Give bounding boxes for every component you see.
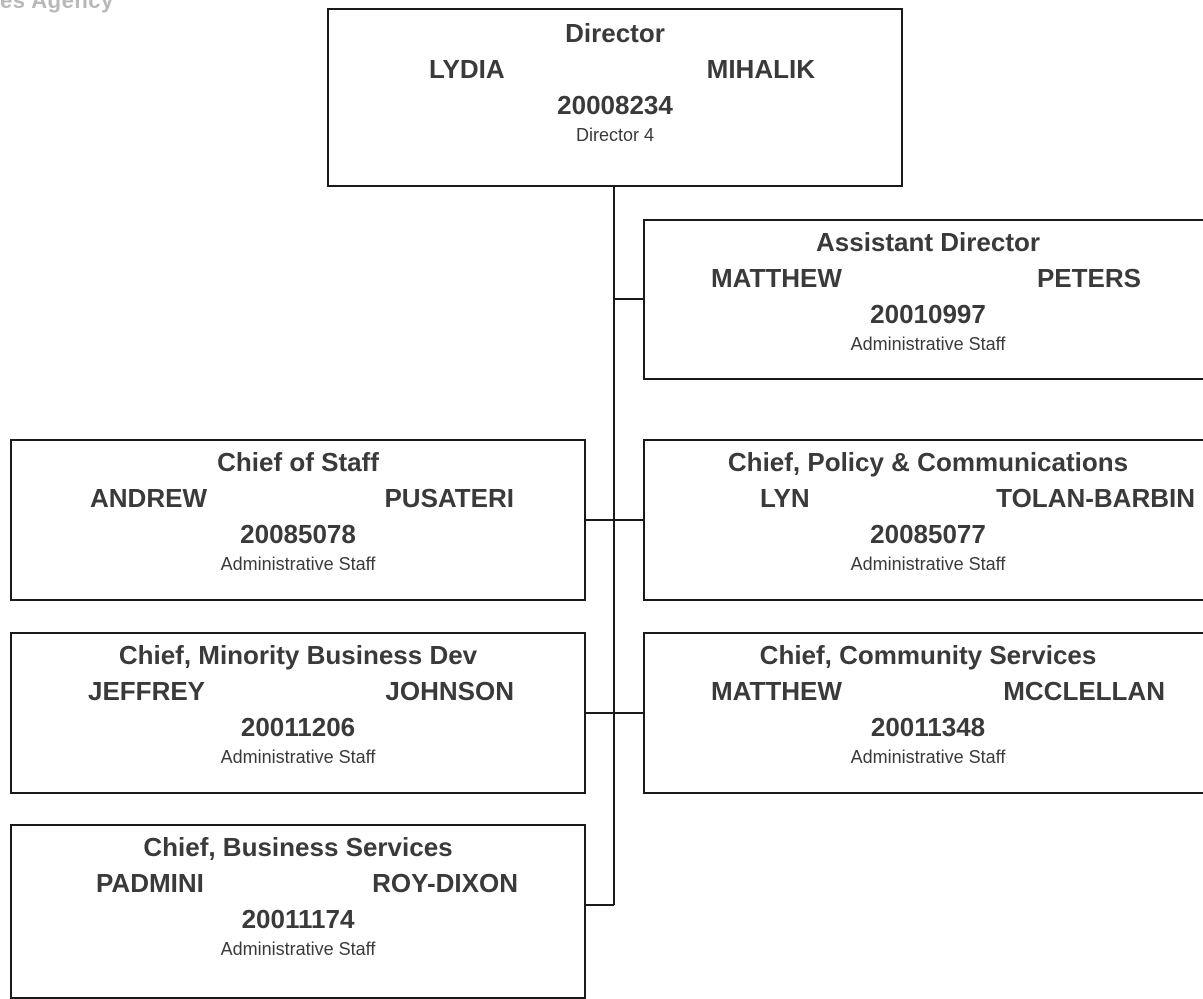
position-title: Chief, Policy & Communications <box>727 447 1129 477</box>
org-node-chief-minority-business: Chief, Minority Business Dev JEFFREY JOH… <box>10 632 586 794</box>
first-name: MATTHEW <box>711 263 842 293</box>
employee-id: 20085077 <box>870 519 986 549</box>
last-name: ROY-DIXON <box>372 868 518 898</box>
org-node-chief-policy: Chief, Policy & Communications LYN TOLAN… <box>643 439 1203 601</box>
person-name: PADMINI ROY-DIXON <box>12 868 584 898</box>
role-classification: Administrative Staff <box>850 334 1006 354</box>
role-classification: Administrative Staff <box>850 554 1006 574</box>
last-name: MIHALIK <box>706 54 815 84</box>
last-name: PUSATERI <box>384 483 514 513</box>
first-name: MATTHEW <box>711 676 842 706</box>
position-title: Chief of Staff <box>217 447 379 477</box>
person-name: MATTHEW MCCLELLAN <box>645 676 1203 706</box>
agency-name-fragment: es Agency <box>0 0 114 13</box>
person-name: LYDIA MIHALIK <box>329 54 901 84</box>
role-classification: Administrative Staff <box>220 747 376 767</box>
employee-id: 20085078 <box>240 519 356 549</box>
first-name: LYDIA <box>429 54 505 84</box>
org-node-chief-of-staff: Chief of Staff ANDREW PUSATERI 20085078 … <box>10 439 586 601</box>
role-classification: Director 4 <box>575 125 655 145</box>
org-node-chief-community-services: Chief, Community Services MATTHEW MCCLEL… <box>643 632 1203 794</box>
role-classification: Administrative Staff <box>850 747 1006 767</box>
first-name: JEFFREY <box>88 676 206 706</box>
org-node-director: Director LYDIA MIHALIK 20008234 Director… <box>327 8 903 187</box>
employee-id: 20011348 <box>870 712 986 742</box>
org-node-chief-business-services: Chief, Business Services PADMINI ROY-DIX… <box>10 824 586 999</box>
position-title: Director <box>565 18 665 48</box>
position-title: Chief, Minority Business Dev <box>118 640 478 670</box>
last-name: MCCLELLAN <box>1003 676 1165 706</box>
role-classification: Administrative Staff <box>220 554 376 574</box>
last-name: TOLAN-BARBIN <box>996 483 1195 513</box>
first-name: ANDREW <box>90 483 207 513</box>
employee-id: 20011206 <box>240 712 356 742</box>
person-name: ANDREW PUSATERI <box>12 483 584 513</box>
first-name: PADMINI <box>96 868 204 898</box>
person-name: LYN TOLAN-BARBIN <box>645 483 1203 513</box>
last-name: JOHNSON <box>385 676 514 706</box>
person-name: MATTHEW PETERS <box>645 263 1203 293</box>
org-node-assistant-director: Assistant Director MATTHEW PETERS 200109… <box>643 219 1203 380</box>
employee-id: 20011174 <box>241 904 355 934</box>
position-title: Assistant Director <box>816 227 1040 257</box>
first-name: LYN <box>760 483 810 513</box>
position-title: Chief, Business Services <box>143 832 453 862</box>
person-name: JEFFREY JOHNSON <box>12 676 584 706</box>
employee-id: 20008234 <box>557 90 673 120</box>
position-title: Chief, Community Services <box>759 640 1097 670</box>
role-classification: Administrative Staff <box>220 939 376 959</box>
last-name: PETERS <box>1036 263 1141 293</box>
employee-id: 20010997 <box>870 299 986 329</box>
